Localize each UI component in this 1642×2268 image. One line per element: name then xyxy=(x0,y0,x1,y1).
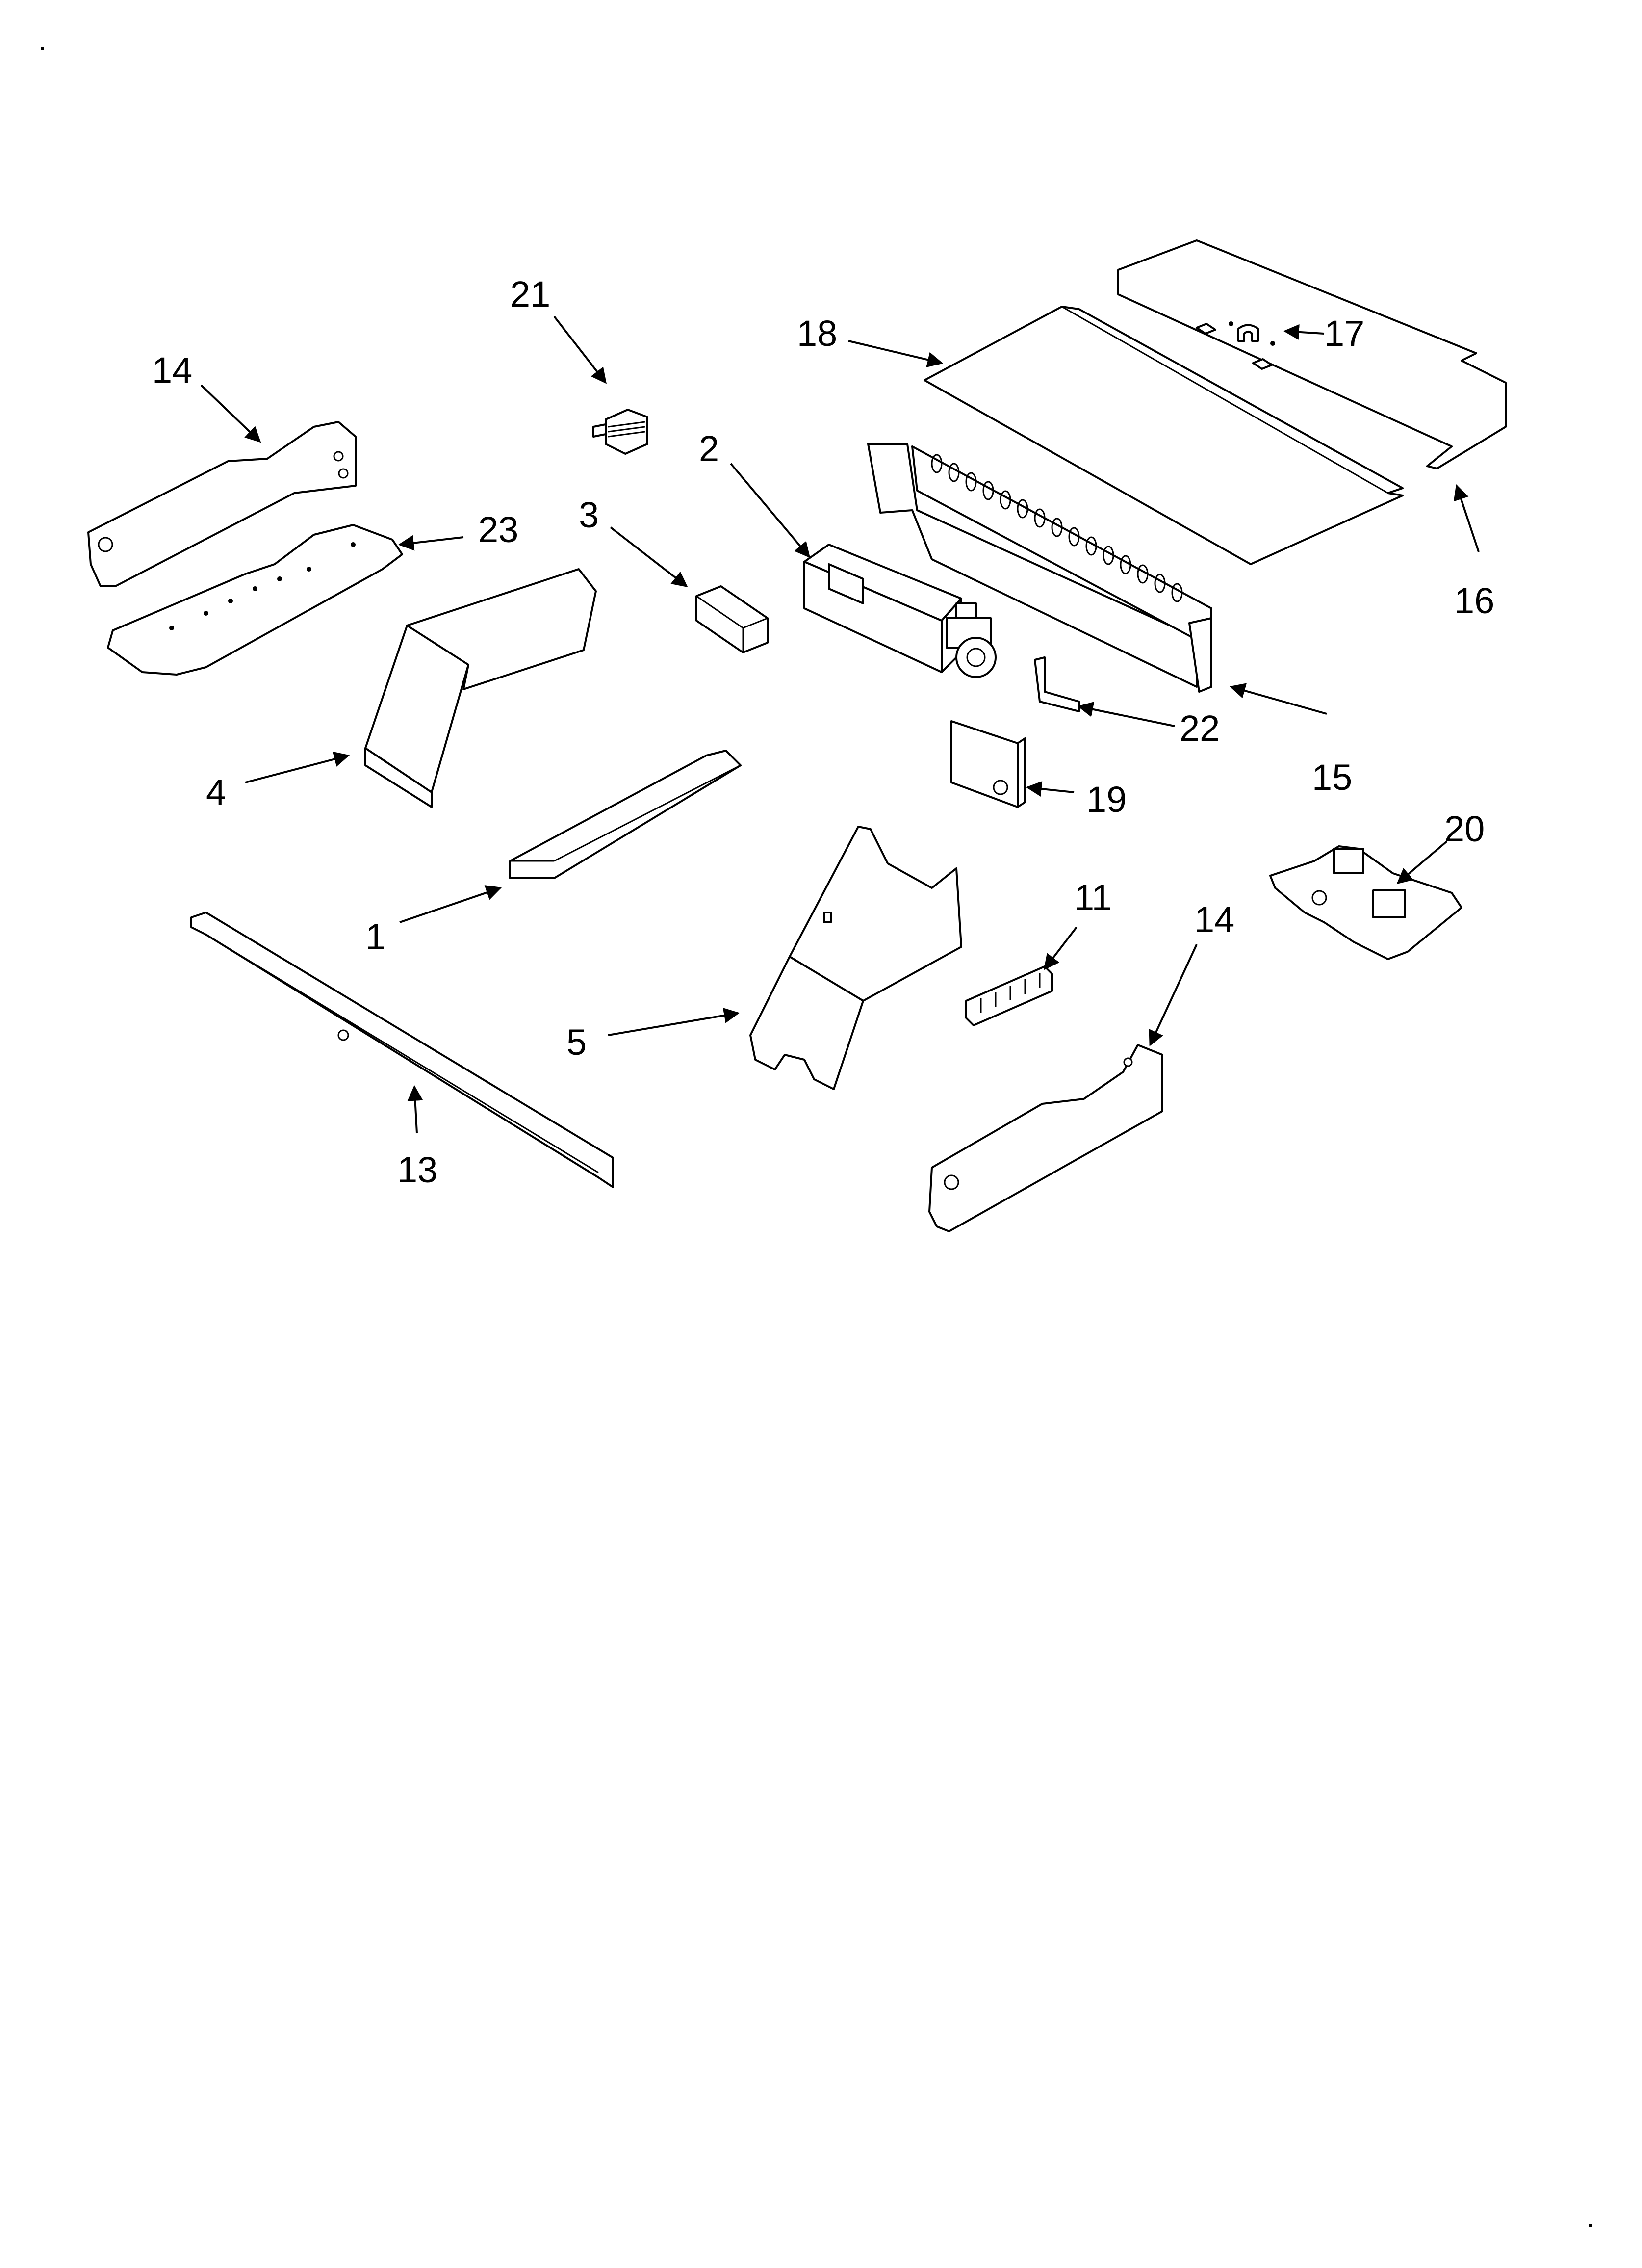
callout-13: 13 xyxy=(397,1149,437,1190)
callout-labels: 14 23 21 3 2 18 17 16 15 22 19 20 4 1 13… xyxy=(152,274,1494,1190)
corner-marks xyxy=(41,47,1592,2227)
callout-5: 5 xyxy=(566,1022,587,1063)
part-1-strip xyxy=(509,750,742,879)
callout-1: 1 xyxy=(365,916,385,957)
part-16-top-panel xyxy=(1117,239,1507,469)
callout-14-left: 14 xyxy=(152,350,192,391)
part-14-left-bracket xyxy=(87,421,357,587)
part-18-shield-panel xyxy=(924,306,1404,565)
part-14-right-bracket xyxy=(928,1044,1163,1232)
part-11-terminal-block xyxy=(965,965,1053,1026)
callout-11: 11 xyxy=(1074,877,1112,918)
part-2-latch-assembly xyxy=(803,544,997,678)
part-3-insulation-block xyxy=(695,585,769,653)
callout-3: 3 xyxy=(579,495,599,535)
callout-16: 16 xyxy=(1454,580,1494,621)
callout-14-right: 14 xyxy=(1194,899,1234,940)
callout-21: 21 xyxy=(510,274,550,314)
part-23-base-plate xyxy=(107,524,403,676)
callout-18: 18 xyxy=(797,313,837,354)
part-19-block xyxy=(950,720,1026,808)
part-21-transformer xyxy=(592,409,648,455)
callout-23: 23 xyxy=(478,509,518,550)
leader-lines xyxy=(200,315,1480,1134)
callout-15: 15 xyxy=(1312,757,1352,798)
part-13-long-rail xyxy=(190,912,614,1188)
callout-19: 19 xyxy=(1086,779,1127,820)
callout-4: 4 xyxy=(206,772,226,812)
callout-17: 17 xyxy=(1324,313,1364,354)
part-5-formed-duct xyxy=(749,826,962,1090)
callout-22: 22 xyxy=(1180,708,1220,749)
part-22-small-bracket xyxy=(1034,656,1080,712)
callout-2: 2 xyxy=(699,428,719,469)
callout-20: 20 xyxy=(1444,808,1485,849)
part-15-vented-channel xyxy=(867,443,1212,693)
part-20-switch-bracket xyxy=(1269,845,1462,960)
part-4-duct xyxy=(364,568,597,808)
